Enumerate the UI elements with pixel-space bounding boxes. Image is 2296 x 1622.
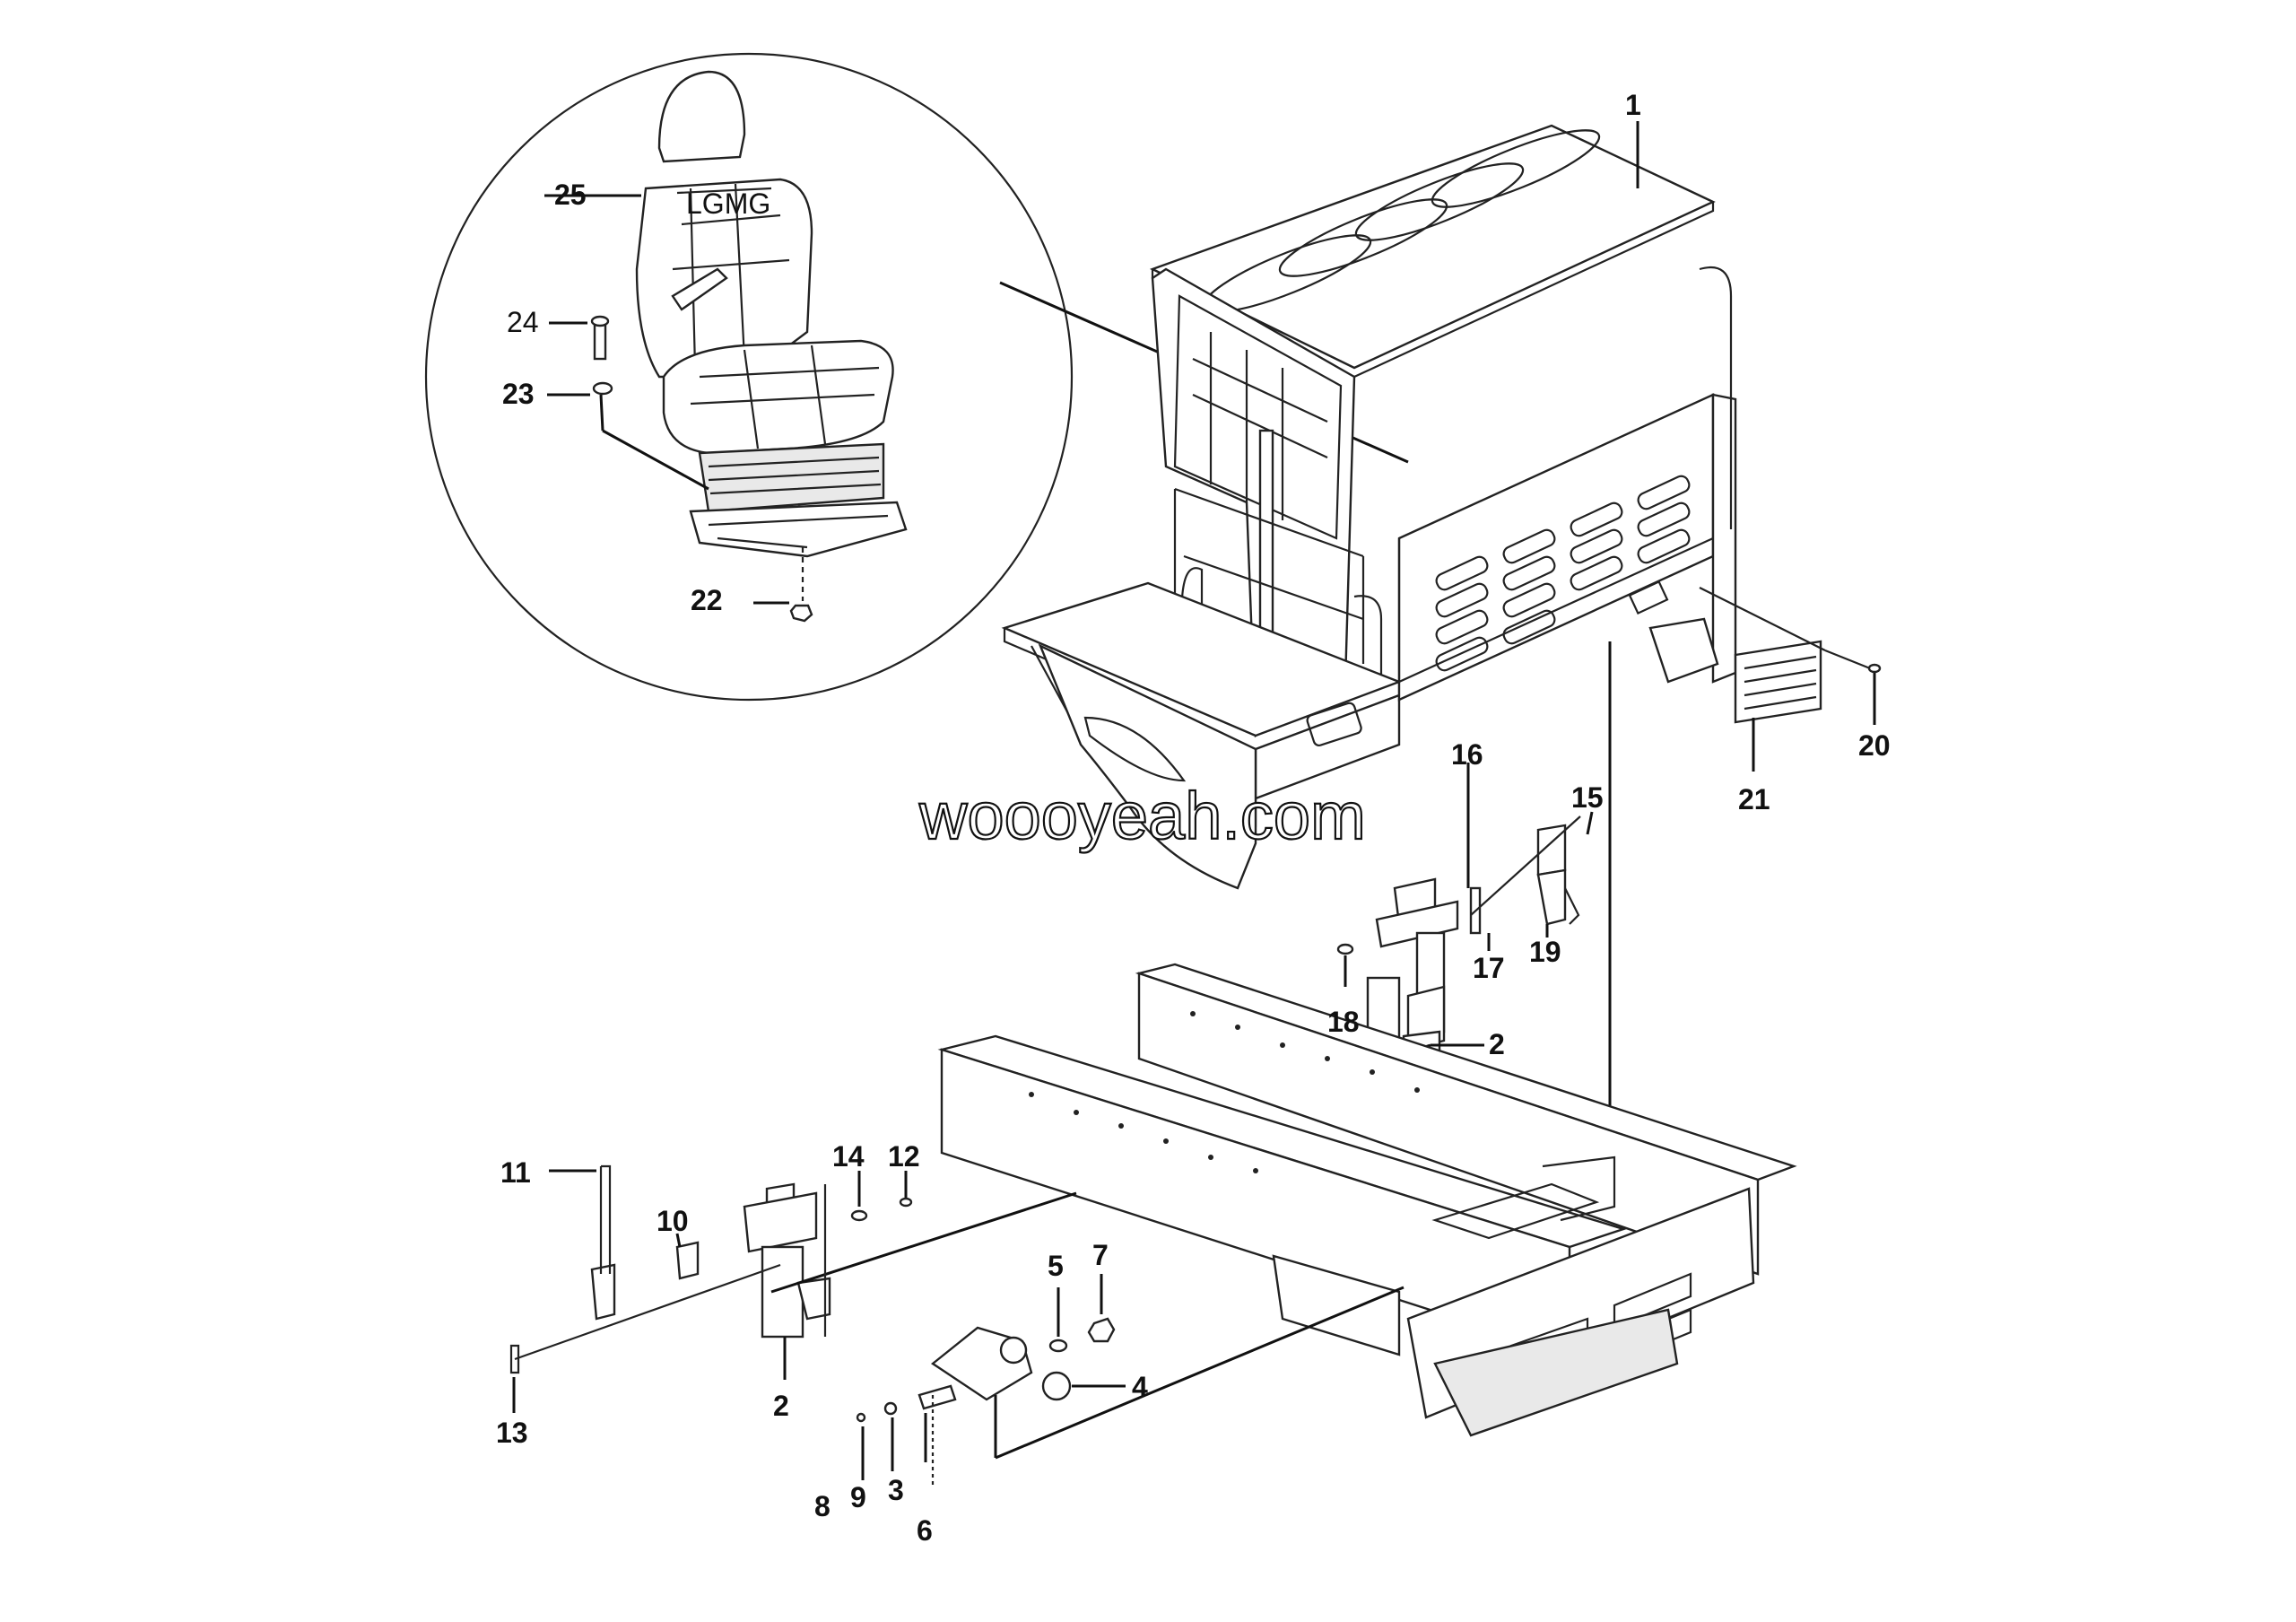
washer-9: [883, 1401, 898, 1416]
callout-12: 12: [888, 1140, 920, 1173]
callout-9: 9: [850, 1481, 866, 1513]
washer-18: [1336, 943, 1354, 955]
callout-1: 1: [1625, 89, 1641, 121]
chassis-frame: [937, 963, 1797, 1437]
pivot-bracket: [930, 1326, 1033, 1401]
seat-detail-inset: LGMG: [424, 52, 1074, 702]
washer-14: [850, 1209, 868, 1222]
seat-slide-rails: [689, 501, 908, 558]
washer-23: [592, 381, 613, 396]
detail-circle: [424, 52, 1074, 702]
callout-18: 18: [1327, 1006, 1360, 1038]
callout-10: 10: [657, 1205, 689, 1237]
callout-8: 8: [814, 1490, 831, 1522]
watermark-text: woooyeah.com: [918, 779, 1366, 853]
cab-grille: [1435, 475, 1691, 672]
seat-logo: LGMG: [686, 187, 770, 220]
callout-17: 17: [1473, 952, 1505, 984]
nut-7: [1087, 1317, 1116, 1343]
cab-lower-skirt: [1038, 643, 1257, 890]
bushing-4: [1041, 1371, 1072, 1401]
callout-20: 20: [1858, 729, 1891, 762]
callout-21: 21: [1738, 783, 1770, 815]
callout-6: 6: [917, 1514, 933, 1547]
cotter-8: [856, 1412, 866, 1423]
washer-5: [1048, 1339, 1068, 1353]
bolt-11: [599, 1164, 612, 1274]
nut-12: [899, 1197, 913, 1208]
callout-5: 5: [1048, 1250, 1064, 1282]
side-grille-21: [1734, 640, 1822, 724]
seat-armrest: [671, 267, 728, 311]
cab-right-rail: [1699, 266, 1733, 529]
screw-20: [1867, 663, 1882, 674]
callout-11: 11: [500, 1156, 531, 1189]
cab-assembly: [1001, 124, 1737, 890]
callout-25: 25: [554, 179, 587, 211]
callout-15: 15: [1571, 781, 1604, 814]
callout-2-lower: 2: [773, 1390, 789, 1422]
bolt-13: [509, 1344, 520, 1374]
hinge-assembly-lower: [590, 1182, 831, 1339]
callout-7: 7: [1092, 1239, 1109, 1271]
callout-4: 4: [1132, 1371, 1148, 1403]
callout-19: 19: [1529, 936, 1561, 968]
callout-24: 24: [507, 306, 539, 338]
seat-headrest: [657, 70, 746, 163]
callout-2-upper: 2: [1489, 1028, 1505, 1060]
plate-10: [675, 1241, 700, 1280]
seat-cushion: [662, 339, 894, 455]
pin-3: [918, 1384, 957, 1410]
cab-side-window: [1173, 294, 1343, 540]
callout-23: 23: [502, 378, 535, 410]
callout-3: 3: [888, 1474, 904, 1506]
callout-13: 13: [496, 1417, 528, 1449]
bolt-24: [593, 321, 607, 361]
nut-22: [789, 604, 813, 623]
callout-22: 22: [691, 584, 723, 616]
callout-14: 14: [832, 1140, 865, 1173]
seat-suspension: [698, 442, 885, 513]
callout-16: 16: [1451, 738, 1483, 771]
